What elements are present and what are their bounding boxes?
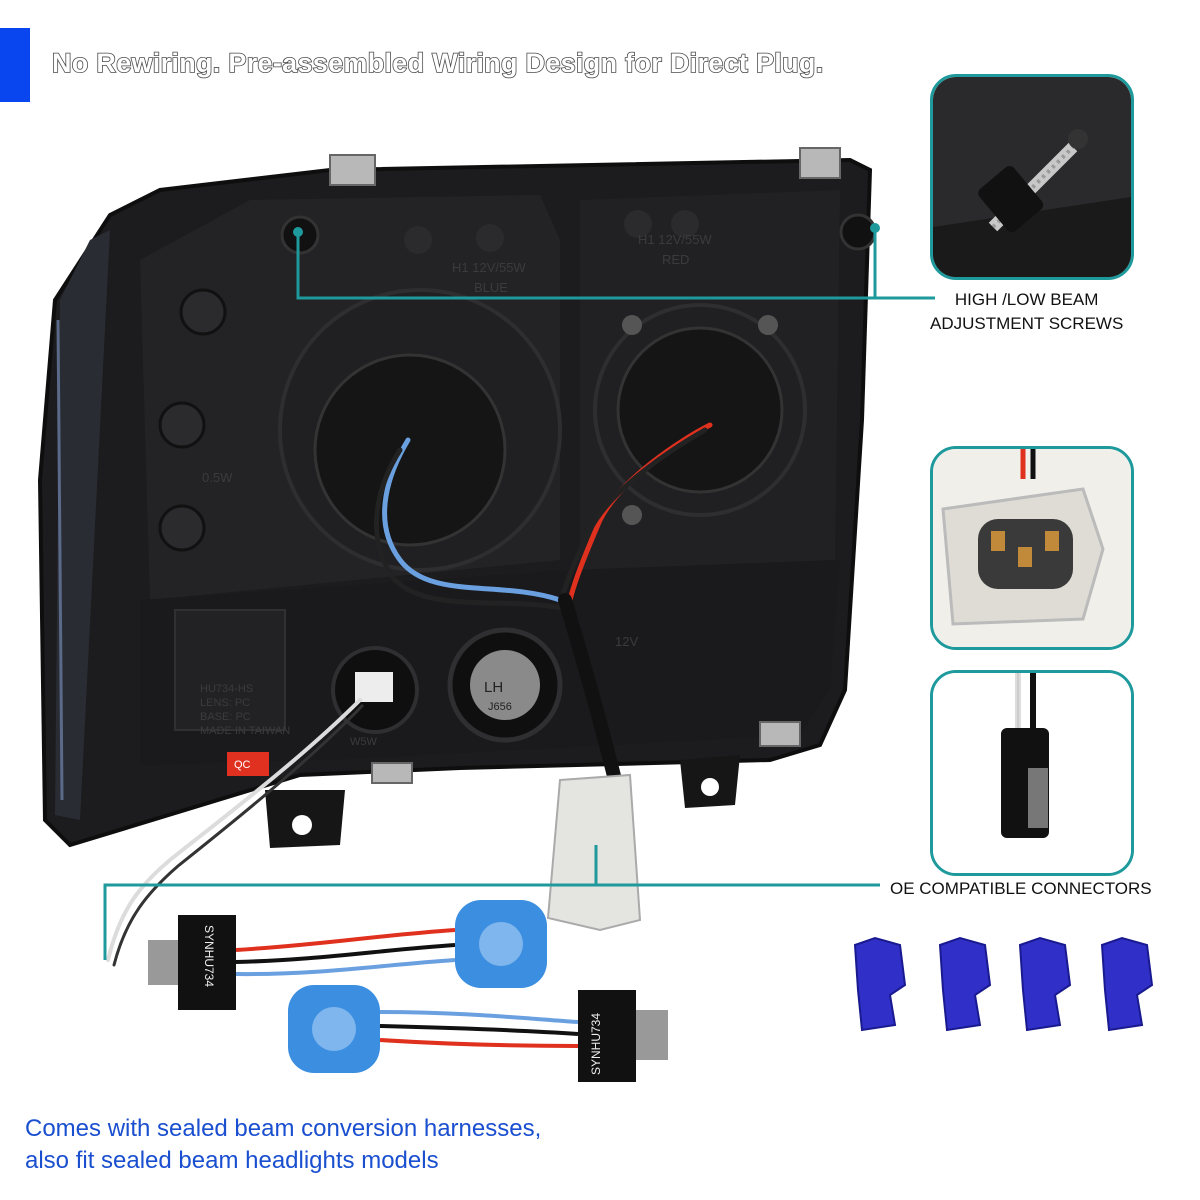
headline: No Rewiring. Pre-assembled Wiring Design… <box>51 47 824 79</box>
oe-connector-inset <box>930 670 1134 876</box>
socket-lh: LH <box>484 679 503 696</box>
tap-connectors <box>853 936 1154 1032</box>
beam-adjust-line2: ADJUSTMENT SCREWS <box>930 314 1124 333</box>
h4-adapter-block <box>578 990 636 1082</box>
footer-text: Comes with sealed beam conversion harnes… <box>25 1113 541 1177</box>
oe-plug-connector <box>546 773 642 932</box>
left-bulb-rating: H1 12V/55W <box>452 260 526 275</box>
plug-connector-inset <box>930 446 1134 650</box>
right-bulb-color: RED <box>662 252 689 267</box>
voltage-mark: 12V <box>615 634 638 649</box>
adapter-code-2: SYNHU734 <box>589 1013 603 1075</box>
housing-label-4: MADE IN TAIWAN <box>200 725 290 737</box>
oe-connectors-callout: OE COMPATIBLE CONNECTORS <box>890 879 1152 898</box>
footer-line2: also fit sealed beam headlights models <box>25 1147 439 1174</box>
callout-dot <box>870 223 880 233</box>
bottom-watt: W5W <box>350 736 378 748</box>
footer-line1: Comes with sealed beam conversion harnes… <box>25 1115 542 1142</box>
tap-connector <box>853 936 907 1032</box>
housing-label-1: HU734-HS <box>200 683 253 695</box>
socket-code: J656 <box>488 701 512 713</box>
adapter-code-1: SYNHU734 <box>202 925 216 987</box>
accent-bar <box>0 28 30 102</box>
conversion-harness-2 <box>288 985 668 1082</box>
housing-markings: H1 12V/55W BLUE H1 12V/55W RED 0.5W LH J… <box>200 232 712 771</box>
housing-label-3: BASE: PC <box>200 711 251 723</box>
tap-connector <box>1100 936 1154 1032</box>
housing-label-2: LENS: PC <box>200 697 250 709</box>
h4-adapter-pins <box>636 1010 668 1060</box>
conversion-harness-1 <box>148 900 547 1010</box>
beam-adjust-line1: HIGH /LOW BEAM <box>954 290 1099 309</box>
adjustment-screw-inset <box>930 74 1134 280</box>
wiring <box>106 422 713 967</box>
headlight-housing <box>37 147 877 848</box>
side-watt: 0.5W <box>202 470 233 485</box>
left-bulb-color: BLUE <box>474 280 508 295</box>
qc-label: QC <box>234 759 251 771</box>
tap-connector <box>938 936 992 1032</box>
beam-adjust-callout: HIGH /LOW BEAM ADJUSTMENT SCREWS <box>930 288 1123 336</box>
h4-adapter-pins <box>148 940 178 985</box>
right-bulb-rating: H1 12V/55W <box>638 232 712 247</box>
tap-connector <box>1018 936 1072 1032</box>
callout-dot <box>293 227 303 237</box>
callout-lines <box>103 230 935 960</box>
h4-adapter-block <box>178 915 236 1010</box>
